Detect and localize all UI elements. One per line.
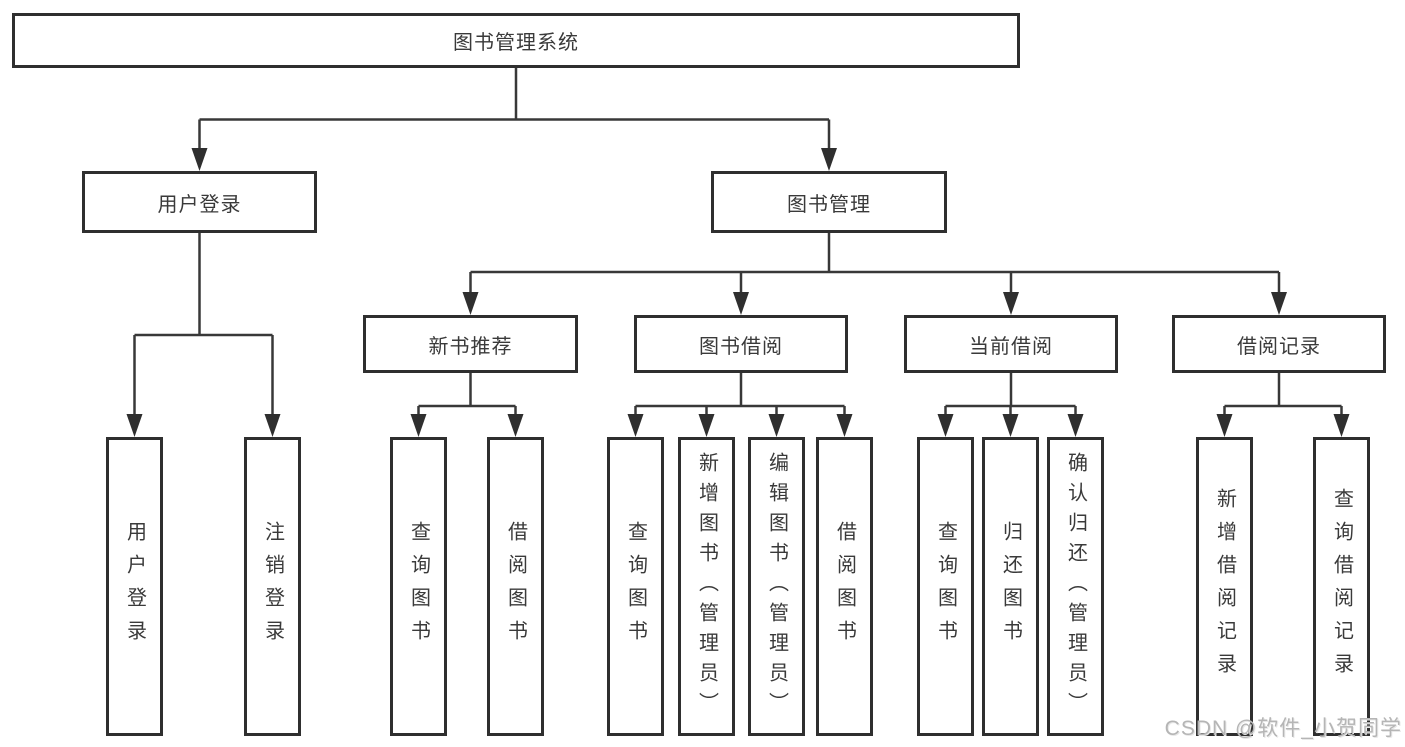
- leaf-query-books-recommend: 查询图书: [390, 437, 447, 736]
- leaf-user-login: 用户登录: [106, 437, 163, 736]
- node-borrowing-records: 借阅记录: [1172, 315, 1386, 373]
- watermark: CSDN @软件_小贺同学: [1164, 717, 1402, 740]
- leaf-return-books-label: 归还图书: [999, 520, 1022, 653]
- node-root-system: 图书管理系统: [12, 13, 1020, 68]
- leaf-query-borrow-record-label: 查询借阅记录: [1330, 487, 1353, 686]
- leaf-logout: 注销登录: [244, 437, 301, 736]
- leaf-query-borrow-record: 查询借阅记录: [1313, 437, 1370, 736]
- leaf-edit-books-admin-label: 编辑图书（管理员）: [765, 451, 788, 722]
- leaf-add-books-admin-label: 新增图书（管理员）: [695, 451, 718, 722]
- leaf-borrow-books-recommend-label: 借阅图书: [504, 520, 527, 653]
- leaf-add-borrow-record: 新增借阅记录: [1196, 437, 1253, 736]
- leaf-query-books-borrow: 查询图书: [607, 437, 664, 736]
- leaf-logout-label: 注销登录: [261, 520, 284, 653]
- leaf-return-books: 归还图书: [982, 437, 1039, 736]
- leaf-borrow-books-recommend: 借阅图书: [487, 437, 544, 736]
- leaf-edit-books-admin: 编辑图书（管理员）: [748, 437, 805, 736]
- leaf-user-login-label: 用户登录: [123, 520, 146, 653]
- leaf-add-borrow-record-label: 新增借阅记录: [1213, 487, 1236, 686]
- leaf-query-books-recommend-label: 查询图书: [407, 520, 430, 653]
- node-book-borrowing: 图书借阅: [634, 315, 848, 373]
- leaf-confirm-return-admin-label: 确认归还（管理员）: [1064, 451, 1087, 722]
- leaf-add-books-admin: 新增图书（管理员）: [678, 437, 735, 736]
- leaf-confirm-return-admin: 确认归还（管理员）: [1047, 437, 1104, 736]
- node-current-borrowing: 当前借阅: [904, 315, 1118, 373]
- leaf-query-books-current: 查询图书: [917, 437, 974, 736]
- arrowheads: [126, 148, 1350, 437]
- node-book-management: 图书管理: [711, 171, 947, 233]
- node-new-book-recommend: 新书推荐: [363, 315, 578, 373]
- node-user-login: 用户登录: [82, 171, 317, 233]
- leaf-query-books-borrow-label: 查询图书: [624, 520, 647, 653]
- leaf-borrow-books-label: 借阅图书: [833, 520, 856, 653]
- leaf-query-books-current-label: 查询图书: [934, 520, 957, 653]
- leaf-borrow-books: 借阅图书: [816, 437, 873, 736]
